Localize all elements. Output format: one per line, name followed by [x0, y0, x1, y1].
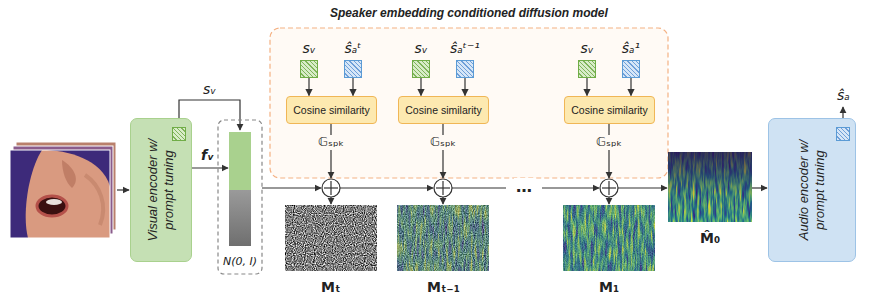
text-wrap: ŝₐᵗ⁻¹	[450, 41, 480, 56]
text-wrap: Visual encoder w/ prompt tuning	[145, 126, 178, 254]
box-label: Cosine similarity	[571, 104, 647, 117]
latent-column	[218, 120, 262, 274]
face-image-part	[26, 150, 110, 238]
sum-nodes-part	[436, 187, 450, 188]
main-flow-part	[442, 197, 443, 204]
box-label: Cosine similarity	[293, 104, 369, 117]
spectrogram-label: M̂₀	[700, 230, 720, 246]
spectrograms-part	[397, 205, 489, 271]
main-flow-part	[262, 187, 321, 188]
embedding-label: sᵥ	[414, 41, 427, 56]
connector	[420, 78, 421, 96]
spectrograms-part	[563, 205, 655, 271]
text-wrap: Cosine similarity	[293, 104, 369, 117]
embedding-token: sᵥ	[300, 60, 318, 78]
ellipsis: …	[514, 178, 534, 196]
connector	[352, 78, 353, 96]
main-flow-part	[618, 187, 667, 188]
embedding-label: ŝₐ¹	[622, 41, 640, 56]
similarity-box: Cosine similarity	[286, 96, 377, 124]
text-wrap: sᵥ	[302, 41, 315, 56]
prompt-token	[172, 127, 186, 141]
embedding-token: sᵥ	[578, 60, 596, 78]
spectrogram-label: Mₜ	[321, 279, 340, 295]
embedding-label: sᵥ	[302, 41, 315, 56]
sum-nodes-part	[602, 187, 616, 188]
input-arrows-part	[192, 167, 228, 168]
connector	[630, 78, 631, 96]
embedding-label: ŝₐᵗ	[345, 41, 362, 56]
distribution-label: N(0, I)	[223, 256, 257, 269]
main-flow-part	[542, 187, 599, 188]
face-image-part	[85, 175, 103, 225]
audio-encoder: Audio encoder w/ prompt tuning	[768, 118, 856, 262]
similarity-box: Cosine similarity	[564, 96, 655, 124]
sum-nodes-part	[434, 179, 452, 197]
embedding-label: ŝₐᵗ⁻¹	[450, 41, 480, 56]
embedding-token: ŝₐ¹	[622, 60, 640, 78]
diffusion-region-part	[270, 28, 668, 178]
main-flow-part	[752, 187, 767, 188]
connector	[586, 78, 587, 96]
face-frames	[10, 142, 116, 238]
latent-column-part	[229, 190, 251, 246]
face-image-part	[62, 160, 76, 188]
text-wrap: Audio encoder w/ prompt tuning	[796, 126, 829, 254]
embedding-token: sᵥ	[412, 60, 430, 78]
spectrogram-label: Mₜ₋₁	[427, 279, 460, 295]
main-flow-part	[330, 197, 331, 204]
text-wrap: sᵥ	[414, 41, 427, 56]
spectrograms-part	[668, 152, 752, 222]
spectrograms-part	[285, 205, 377, 271]
face-image-part	[37, 196, 67, 216]
spectrograms-part	[668, 152, 752, 222]
sum-nodes-part	[322, 179, 340, 197]
sum-nodes-part	[600, 179, 618, 197]
face-image-part	[46, 199, 62, 205]
feature-label: fᵥ	[201, 147, 214, 163]
prompt-token	[836, 127, 850, 141]
spectrograms-part	[563, 205, 655, 271]
embedding-label: sᵥ	[203, 81, 216, 97]
embedding-label: sᵥ	[580, 41, 593, 56]
visual-encoder: Visual encoder w/ prompt tuning	[130, 118, 192, 262]
main-flow-part	[442, 124, 443, 178]
sum-nodes	[322, 179, 618, 197]
latent-column-part	[229, 132, 251, 190]
spectrograms-part	[397, 205, 489, 271]
text-wrap: Cosine similarity	[405, 104, 481, 117]
embedding-token: ŝₐᵗ⁻¹	[456, 60, 474, 78]
diffusion-region	[270, 28, 668, 178]
guidance-label: 𝔾ₛₚₖ	[316, 135, 346, 150]
similarity-box: Cosine similarity	[398, 96, 489, 124]
connector	[308, 78, 309, 96]
guidance-label: 𝔾ₛₚₖ	[428, 135, 458, 150]
face-frames-part	[10, 150, 110, 238]
face-image	[10, 150, 110, 238]
connector	[464, 78, 465, 96]
box-label: Cosine similarity	[405, 104, 481, 117]
text-wrap: sᵥ	[580, 41, 593, 56]
box-label: Audio encoder w/ prompt tuning	[796, 126, 829, 254]
input-arrows-part	[117, 189, 129, 190]
sum-nodes-part	[324, 187, 338, 188]
output-label: ŝₐ	[837, 87, 850, 103]
text-wrap: ŝₐᵗ	[345, 41, 362, 56]
main-flow-part	[330, 124, 331, 178]
embedding-token: ŝₐᵗ	[344, 60, 362, 78]
main-flow-part	[452, 187, 506, 188]
spectrograms	[285, 152, 752, 271]
latent-column-part	[218, 120, 262, 274]
spectrogram-label: M₁	[599, 279, 619, 295]
guidance-label: 𝔾ₛₚₖ	[594, 135, 624, 150]
box-label: Visual encoder w/ prompt tuning	[145, 126, 178, 254]
main-flow-part	[340, 187, 433, 188]
region-title: Speaker embedding conditioned diffusion …	[330, 7, 608, 21]
main-flow-part	[608, 124, 609, 178]
text-wrap: ŝₐ¹	[622, 41, 640, 56]
text-wrap: Cosine similarity	[571, 104, 647, 117]
main-flow-part	[608, 197, 609, 204]
